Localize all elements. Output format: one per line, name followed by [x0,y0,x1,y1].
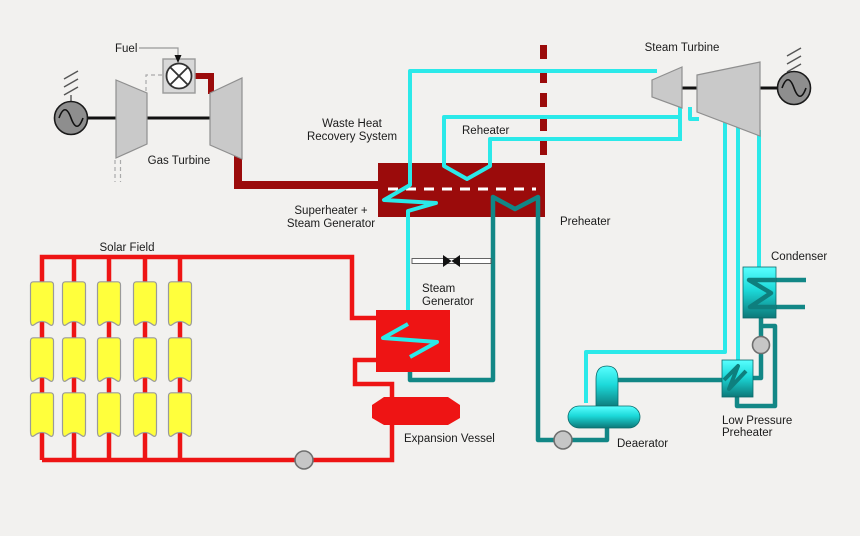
lp-turbine-inlet-elbow [688,107,699,121]
solar-collector [96,337,122,382]
solar-loop-piping [39,254,395,463]
lp-preheater-label-line1: Low Pressure [722,415,792,427]
deaerator-dome [595,365,619,409]
condenser [742,266,777,319]
solar-collector [132,281,158,326]
gas-turbine-unit [53,47,243,182]
steam-generator-label-line1: Steam [422,283,455,295]
lp-preheater-label-line2: Preheater [722,427,773,439]
valve-icon [443,255,460,267]
whrs-label-line1: Waste Heat [322,118,382,130]
gas-turbine-exhaust-duct [234,148,378,189]
low-pressure-preheater [721,359,754,398]
steam-generator-label-line2: Generator [422,296,474,308]
diagram-labels: Fuel Gas Turbine Waste Heat Recovery Sys… [100,42,828,450]
solar-collector [167,281,193,326]
solar-field-label: Solar Field [100,242,155,254]
compressor-combustor-dashed [145,74,162,91]
feedwater-pump-icon [553,430,573,450]
generator-sine-icon [781,78,807,98]
solar-collector [132,337,158,382]
fuel-label: Fuel [115,43,137,55]
steam-lines [381,69,761,403]
deaerator-label: Deaerator [617,438,668,450]
expansion-vessel-label: Expansion Vessel [404,433,495,445]
solar-pump-icon [294,450,314,470]
extraction-to-deaerator [584,114,727,403]
pumps [294,335,771,470]
whrs-label-line2: Recovery System [307,131,397,143]
condensate-pump-icon [751,335,771,355]
condenser-label: Condenser [771,251,827,263]
compressor-icon [115,79,148,159]
preheater-label: Preheater [560,216,611,228]
ground-icon [63,70,79,102]
reheater-label: Reheater [462,125,509,137]
solar-collector [132,392,158,437]
superheater-label-line2: Steam Generator [287,218,375,230]
solar-collector [29,337,55,382]
gas-turbine-label: Gas Turbine [148,155,211,167]
steam-generator-coil [381,322,439,359]
solar-collector [96,392,122,437]
solar-collector-array [29,281,193,437]
solar-collector [61,337,87,382]
reheater-coil-and-lines [442,115,680,181]
steam-turbine-unit [651,47,812,137]
superheater-label-line1: Superheater + [294,205,367,217]
solar-collector [29,281,55,326]
solar-collector [167,337,193,382]
combustor-outlet-pipe [194,73,214,94]
solar-collector [61,392,87,437]
bypass-line [411,255,492,267]
solar-return-pipe [42,357,395,463]
solar-steam-generator [376,310,450,372]
solar-hot-header-pipe [39,254,378,460]
ground-icon [786,47,802,73]
fuel-arrow-icon [174,55,182,63]
solar-collector [61,281,87,326]
solar-collector [29,392,55,437]
lp-preheater-tube-coil [722,364,748,391]
expansion-vessel [372,397,460,425]
condenser-tube-coil [746,277,776,310]
lp-turbine-icon [696,61,761,137]
solar-collector [167,392,193,437]
deaerator-tank [567,405,641,429]
steam-turbine-label: Steam Turbine [645,42,720,54]
generator-sine-icon [58,108,84,128]
fuel-feed-line [139,47,179,55]
solar-collector [96,281,122,326]
hp-turbine-icon [651,66,683,109]
lp-preheater-drain-line [734,323,778,409]
turbine-icon [209,77,243,160]
deaerator [567,365,641,429]
